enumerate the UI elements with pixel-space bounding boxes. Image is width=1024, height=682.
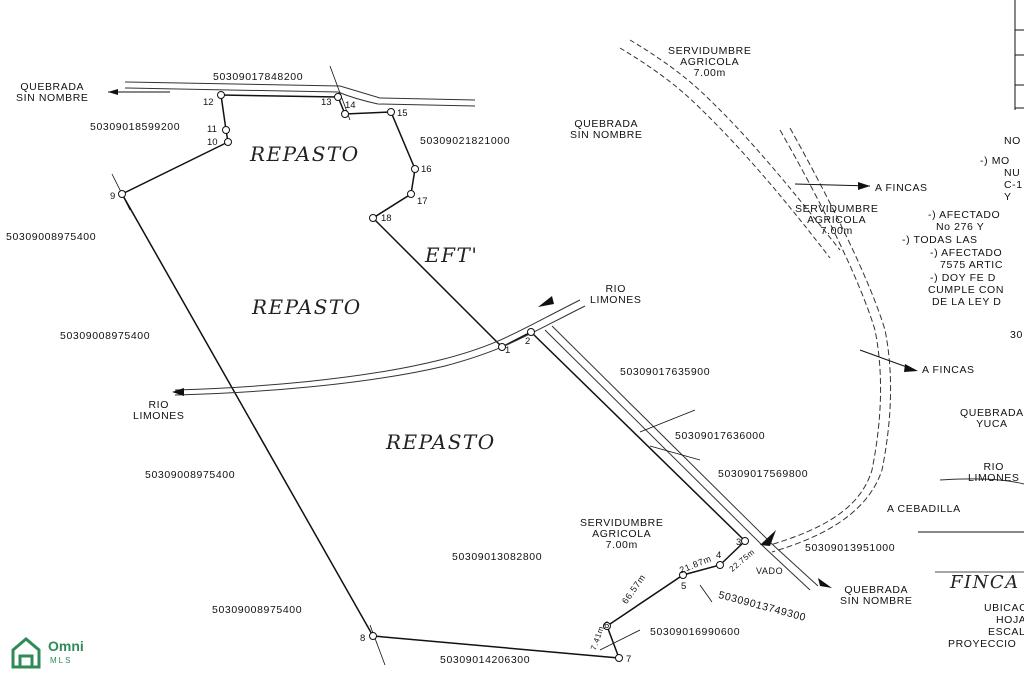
parcel-label: 50309008975400 bbox=[60, 330, 151, 342]
vertex-label-16: 16 bbox=[421, 164, 432, 175]
vertex-label-13: 13 bbox=[321, 97, 332, 108]
note-line: -) AFECTADO bbox=[930, 247, 1003, 259]
road-label-fincas-1: A FINCAS bbox=[875, 182, 928, 194]
vertex-label-6: 6 bbox=[604, 620, 610, 631]
finca-line: PROYECCIO bbox=[948, 638, 1017, 650]
logo-name: Omni bbox=[48, 638, 84, 654]
river-label-mid: RIO LIMONES bbox=[590, 283, 642, 306]
parcel-label: 50309017635900 bbox=[620, 366, 711, 378]
omni-mls-logo: Omni MLS bbox=[10, 636, 102, 674]
area-label-eft: EFT' bbox=[425, 243, 479, 267]
finca-line: ESCAL bbox=[988, 626, 1024, 638]
river-label-right: RIO LIMONES bbox=[968, 461, 1020, 484]
vertex-label-18: 18 bbox=[381, 213, 392, 224]
stream-label-top: QUEBRADA SIN NOMBRE bbox=[16, 81, 89, 104]
parcel-label: 50309017848200 bbox=[213, 71, 304, 83]
parcel-label: 50309008975400 bbox=[6, 231, 97, 243]
note-line: -) TODAS LAS bbox=[902, 234, 978, 246]
road-label-vado: VADO bbox=[756, 566, 784, 576]
parcel-label: 50309013082800 bbox=[452, 551, 543, 563]
note-line: -) DOY FE D bbox=[930, 272, 996, 284]
easement-label-bottom: SERVIDUMBRE AGRICOLA 7.00m bbox=[580, 517, 664, 551]
road-top bbox=[124, 81, 476, 101]
logo-sub: MLS bbox=[50, 656, 73, 665]
vertex-label-11: 11 bbox=[207, 124, 217, 135]
note-line: DE LA LEY D bbox=[932, 296, 1002, 308]
parcel-label: 50309018599200 bbox=[90, 121, 181, 133]
vertex-label-17: 17 bbox=[417, 196, 428, 207]
note-line: NU bbox=[1004, 167, 1021, 179]
house-logo-icon bbox=[11, 637, 41, 669]
road-label-fincas-2: A FINCAS bbox=[922, 364, 975, 376]
easement-label-top: SERVIDUMBRE AGRICOLA 7.00m bbox=[668, 45, 752, 79]
finca-line: UBICAC bbox=[984, 602, 1024, 614]
vertex-label-2: 2 bbox=[525, 336, 531, 347]
vertex-label-3: 3 bbox=[736, 537, 742, 548]
note-line: -) AFECTADO bbox=[928, 209, 1001, 221]
parcel-label: 50309008975400 bbox=[212, 604, 303, 616]
note-line: CUMPLE CON bbox=[928, 284, 1005, 296]
parcel-label: 50309017636000 bbox=[675, 430, 766, 442]
note-line: -) MO bbox=[980, 155, 1010, 167]
stream-label-right: QUEBRADA YUCA bbox=[960, 407, 1024, 430]
vertex-label-12: 12 bbox=[203, 97, 214, 108]
parcel-label: 50309016990600 bbox=[650, 626, 741, 638]
rio-limones bbox=[174, 299, 581, 391]
vertex-label-15: 15 bbox=[397, 108, 408, 119]
area-label-repasto-3: REPASTO bbox=[386, 430, 496, 454]
finca-line: HOJA bbox=[996, 614, 1024, 626]
note-line: No 276 Y bbox=[936, 221, 985, 233]
vertex-label-7: 7 bbox=[626, 654, 632, 665]
vertex-label-9: 9 bbox=[110, 191, 116, 202]
finca-title: FINCA bbox=[950, 572, 1020, 593]
vertex-markers bbox=[118, 91, 749, 662]
parcel-label: 50309021821000 bbox=[420, 135, 511, 147]
vertex-label-8: 8 bbox=[360, 633, 366, 644]
area-label-repasto-1: REPASTO bbox=[250, 142, 360, 166]
stream-label-bottom: QUEBRADA SIN NOMBRE bbox=[840, 584, 913, 607]
easement-label-right: SERVIDUMBRE AGRICOLA 7.00m bbox=[795, 203, 879, 237]
parcel-label: 50309014206300 bbox=[440, 654, 531, 666]
vertex-label-1: 1 bbox=[505, 345, 511, 356]
road-label-cebadilla: A CEBADILLA bbox=[887, 503, 961, 515]
note-line: Y bbox=[1004, 191, 1012, 203]
area-label-repasto-2: REPASTO bbox=[252, 295, 362, 319]
note-line: C-1 bbox=[1004, 179, 1023, 191]
vertex-label-4: 4 bbox=[716, 550, 722, 561]
parcel-label: 50309008975400 bbox=[145, 469, 236, 481]
note-line: 7575 ARTIC bbox=[940, 259, 1004, 271]
vertex-label-14: 14 bbox=[345, 100, 356, 111]
parcel-label: 50309017569800 bbox=[718, 468, 809, 480]
river-label-left: RIO LIMONES bbox=[133, 399, 185, 422]
vertex-label-5: 5 bbox=[681, 581, 687, 592]
parcel-label: 50309013951000 bbox=[805, 542, 896, 554]
note-line: 30 bbox=[1010, 329, 1023, 341]
stream-label-mid: QUEBRADA SIN NOMBRE bbox=[570, 118, 643, 141]
notes-title: NO bbox=[1004, 135, 1021, 147]
vertex-label-10: 10 bbox=[207, 137, 218, 148]
